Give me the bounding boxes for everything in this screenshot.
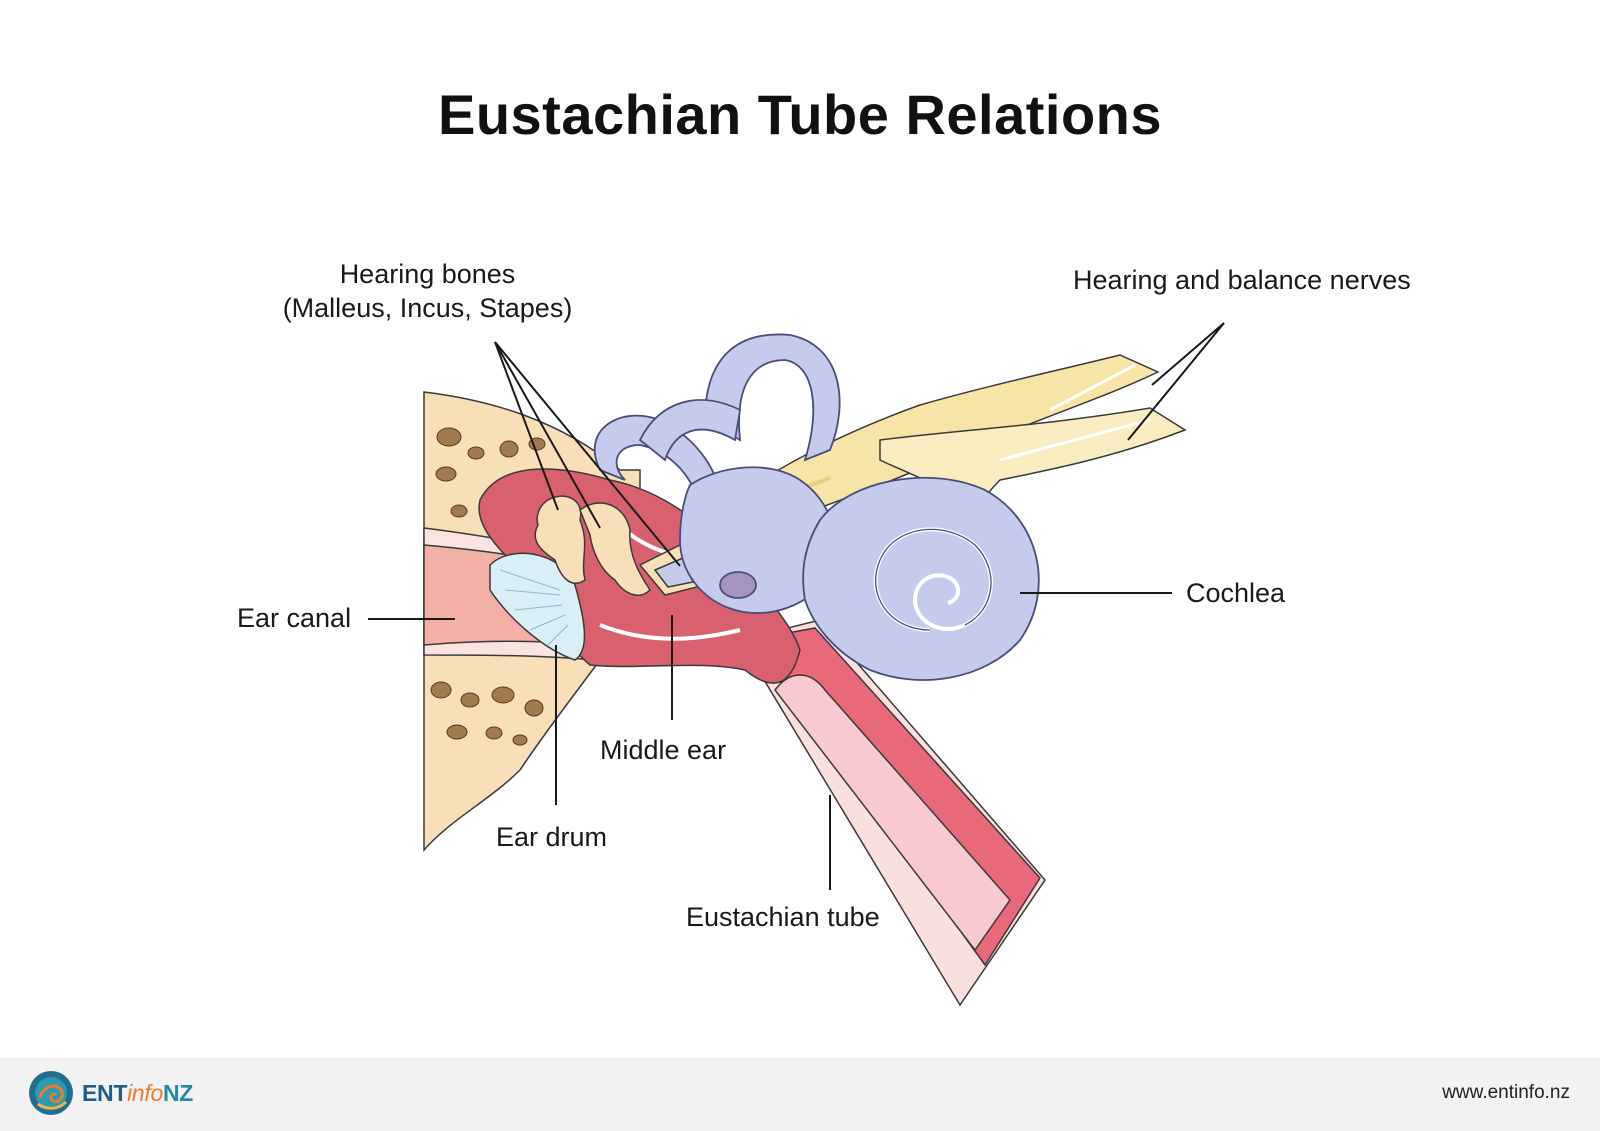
label-ear-drum: Ear drum [496,822,608,852]
website-url[interactable]: www.entinfo.nz [1442,1082,1570,1103]
ear-drum-shape [489,552,586,661]
label-nerves: Hearing and balance nerves [1073,265,1411,295]
label-hearing-bones-line1: Hearing bones [339,259,516,289]
leader-hearing-bones-1 [494,341,559,511]
eustachian-tube-shape [738,619,1046,1007]
hearing-balance-nerves [728,354,1187,561]
leader-hearing-bones-2 [494,341,601,529]
label-hearing-bones: Hearing bones (Malleus, Incus, Stapes) [270,257,585,325]
label-cochlea: Cochlea [1186,578,1286,608]
label-hearing-bones-line2: (Malleus, Incus, Stapes) [282,293,573,323]
logo-info-text: info [127,1079,163,1106]
entinfonz-logo[interactable]: ENTinfoNZ [28,1070,193,1116]
leader-lines [368,322,1225,890]
logo-nz-text: NZ [163,1079,194,1106]
page-title: Eustachian Tube Relations [437,83,1163,146]
footer-bar: ENTinfoNZ www.entinfo.nz [0,1058,1600,1131]
label-eustachian-tube: Eustachian tube [686,902,880,932]
ear-logo-icon [29,1071,73,1115]
logo-ent-text: ENT [82,1079,128,1106]
leader-nerves-2 [1127,322,1225,441]
leader-hearing-bones-3 [494,341,681,567]
hearing-bones [534,495,706,596]
inner-ear [593,333,1040,681]
logo-wordmark: ENTinfoNZ [82,1080,193,1107]
label-middle-ear: Middle ear [600,735,727,765]
label-ear-canal: Ear canal [237,603,352,633]
leader-nerves-1 [1151,322,1225,386]
